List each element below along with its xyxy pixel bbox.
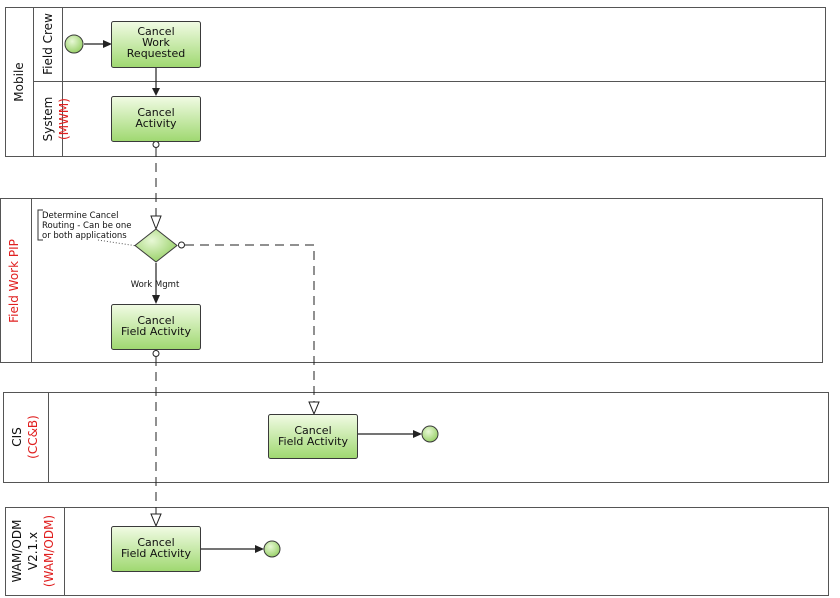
lane-field-crew-label: Field Crew: [41, 13, 55, 75]
task-cis-cancel-field-activity: Cancel Field Activity: [268, 414, 358, 459]
svg-text:Field Activity: Field Activity: [121, 547, 192, 560]
routing-gateway: [134, 228, 178, 263]
task-wam-cancel-field-activity: Cancel Field Activity: [111, 526, 201, 572]
svg-text:Field Activity: Field Activity: [121, 325, 192, 338]
pool-field-work-pip-label: Field Work PIP: [7, 239, 21, 323]
pool-wam-odm-version-label: V2.1.x: [26, 532, 40, 570]
task-fieldwork-cancel-field-activity: Cancel Field Activity: [111, 304, 201, 350]
svg-text:Requested: Requested: [127, 47, 185, 60]
svg-text:Cancel: Cancel: [137, 106, 174, 119]
svg-text:Determine Cancel: Determine Cancel: [42, 211, 118, 221]
wam-end-event: [263, 540, 281, 558]
pool-cis-sub-label: (CC&B): [26, 415, 40, 459]
svg-text:Cancel: Cancel: [137, 314, 174, 327]
svg-text:Routing - Can be one: Routing - Can be one: [42, 221, 131, 231]
lane-system-sub-label: (MWM): [57, 98, 71, 140]
svg-text:Field Activity: Field Activity: [278, 435, 349, 448]
pool-wam-odm-sub-label: (WAM/ODM): [42, 515, 56, 587]
svg-text:Cancel: Cancel: [137, 25, 174, 38]
svg-text:Work: Work: [142, 36, 170, 49]
svg-text:Cancel: Cancel: [137, 536, 174, 549]
lane-system-label: System: [41, 97, 55, 142]
pool-cis: CIS (CC&B): [3, 392, 829, 483]
svg-text:Cancel: Cancel: [294, 424, 331, 437]
cis-end-event: [421, 425, 439, 443]
start-event: [64, 34, 84, 54]
message-flow-to-cis: [185, 244, 315, 402]
task-cancel-activity: Cancel Activity: [111, 96, 201, 142]
pool-wam-odm-label: WAM/ODM: [10, 520, 24, 583]
sequence-flows: [84, 40, 422, 553]
flow-label-work-mgmt: Work Mgmt: [131, 280, 180, 290]
svg-text:Activity: Activity: [135, 117, 177, 130]
pool-mobile-label: Mobile: [12, 62, 26, 101]
task-cancel-work-requested: Cancel Work Requested: [111, 21, 201, 68]
message-flows: [150, 141, 320, 528]
pool-cis-label: CIS: [10, 427, 24, 447]
svg-text:or both applications: or both applications: [42, 231, 127, 241]
annotation-cancel-routing: Determine Cancel Routing - Can be one or…: [37, 209, 138, 247]
